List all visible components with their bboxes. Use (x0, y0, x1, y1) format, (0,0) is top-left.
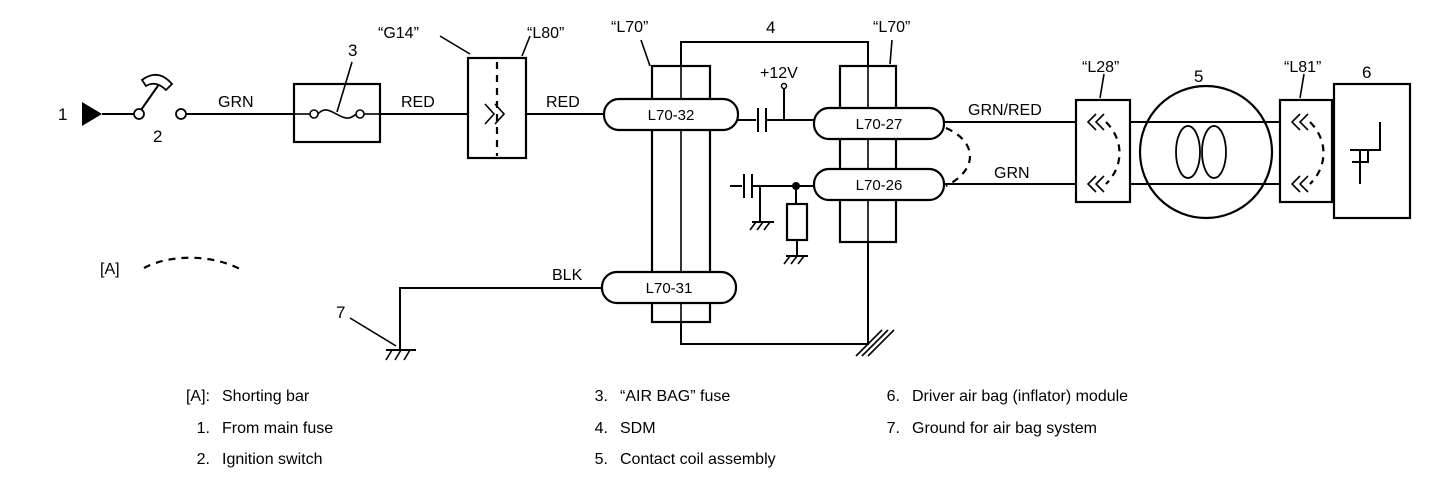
label-12v: +12V (760, 65, 798, 82)
pin-l70-31: L70-31 (646, 280, 693, 297)
connector-l81: “L81” (1278, 59, 1334, 204)
input-arrow-icon (82, 102, 102, 126)
coil-loop-icon (1175, 125, 1201, 179)
capacitor-12v: +12V (738, 65, 816, 132)
sdm-connector-right: “L70” L70-27 L70-26 (812, 19, 972, 244)
fuse-element-icon (317, 109, 357, 119)
label-l80: “L80” (527, 25, 564, 42)
driver-airbag-module: 6 (1332, 63, 1412, 220)
label-l70-left: “L70” (611, 19, 648, 36)
label-blk: BLK (552, 267, 583, 284)
main-fuse-input: 1 (58, 102, 134, 126)
callout-a: [A] (100, 261, 120, 278)
switch-lever-icon (140, 74, 174, 92)
label-grn-2: GRN (994, 165, 1030, 182)
label-l70-right: “L70” (873, 19, 910, 36)
label-grn-red: GRN/RED (968, 102, 1042, 119)
callout-2: 2 (153, 127, 162, 146)
connector-g14-l80: “G14” “L80” (378, 25, 564, 160)
ignition-switch: 2 (133, 74, 187, 146)
label-red-2: RED (546, 94, 580, 111)
pin-l70-27: L70-27 (856, 116, 903, 133)
capacitor-resistor-network (730, 174, 814, 265)
shorting-bar-legend: [A] (100, 256, 243, 278)
label-g14: “G14” (378, 25, 419, 42)
shorting-bar-sdm (945, 126, 972, 187)
contact-coil-assembly: 5 (1130, 67, 1280, 220)
sdm-ground (680, 242, 895, 357)
sdm-connector-left: “L70” L70-32 L70-31 (600, 19, 740, 324)
connector-l28: “L28” (1074, 59, 1132, 204)
label-red-1: RED (401, 94, 435, 111)
callout-7: 7 (336, 303, 345, 322)
ground-airbag-system: BLK 7 (336, 267, 602, 361)
pin-l70-32: L70-32 (648, 107, 695, 124)
callout-3: 3 (348, 41, 357, 60)
callout-1: 1 (58, 105, 67, 124)
label-l81: “L81” (1284, 59, 1321, 76)
callout-5: 5 (1194, 67, 1203, 86)
sdm-top-link (680, 41, 869, 66)
pin-l70-26: L70-26 (856, 177, 903, 194)
label-grn-1: GRN (218, 94, 254, 111)
callout-4: 4 (766, 18, 775, 37)
airbag-fuse: 3 (292, 41, 382, 144)
shorting-bar-symbol (143, 256, 243, 271)
label-l28: “L28” (1082, 59, 1119, 76)
callout-6: 6 (1362, 63, 1371, 82)
